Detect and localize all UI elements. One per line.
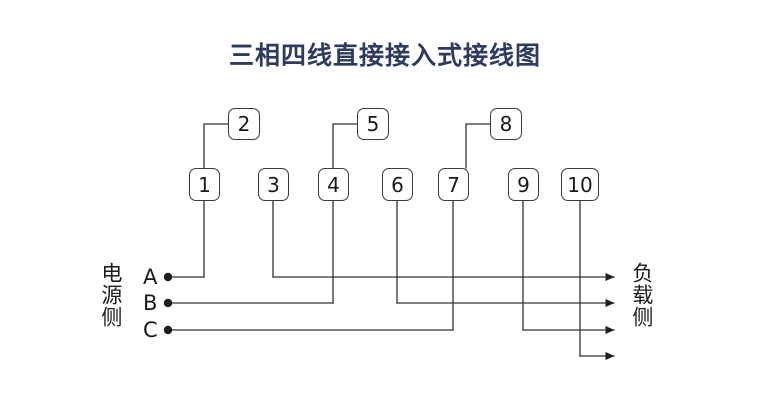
terminal-box-2[interactable]: 2: [228, 108, 260, 140]
terminal-box-7[interactable]: 7: [438, 168, 469, 201]
terminal-box-1[interactable]: 1: [189, 168, 220, 201]
terminal-label: 1: [198, 172, 211, 197]
terminal-box-10[interactable]: 10: [561, 168, 599, 201]
terminal-box-4[interactable]: 4: [318, 168, 349, 201]
source-dot-b: [163, 298, 173, 308]
terminal-box-5[interactable]: 5: [357, 108, 389, 140]
jumper-2-to-1: [203, 123, 233, 169]
terminal-label: 10: [567, 172, 593, 197]
terminal-label: 9: [517, 172, 530, 197]
source-terminal-dots: [163, 272, 173, 335]
phase-label-b: B: [143, 291, 158, 315]
source-side-label: 电源侧: [98, 262, 123, 328]
terminal-box-8[interactable]: 8: [490, 108, 522, 140]
source-dot-c: [163, 325, 173, 335]
terminal-label: 8: [499, 112, 513, 136]
terminal-label: 3: [267, 172, 280, 197]
jumper-5-to-4: [332, 123, 362, 169]
jumper-8-to-7: [465, 123, 495, 169]
terminal-label: 7: [447, 172, 460, 197]
terminal-label: 4: [327, 172, 340, 197]
phase-label-c: C: [143, 318, 158, 342]
source-dot-a: [163, 272, 173, 282]
phase-label-a: A: [143, 265, 158, 289]
terminal-label: 5: [366, 112, 380, 136]
terminal-box-6[interactable]: 6: [382, 168, 413, 201]
load-side-label: 负载侧: [629, 262, 654, 328]
terminal-box-9[interactable]: 9: [508, 168, 539, 201]
terminal-box-3[interactable]: 3: [258, 168, 289, 201]
terminal-label: 6: [391, 172, 404, 197]
page-title: 三相四线直接接入式接线图: [228, 41, 541, 70]
terminal-label: 2: [237, 112, 251, 136]
